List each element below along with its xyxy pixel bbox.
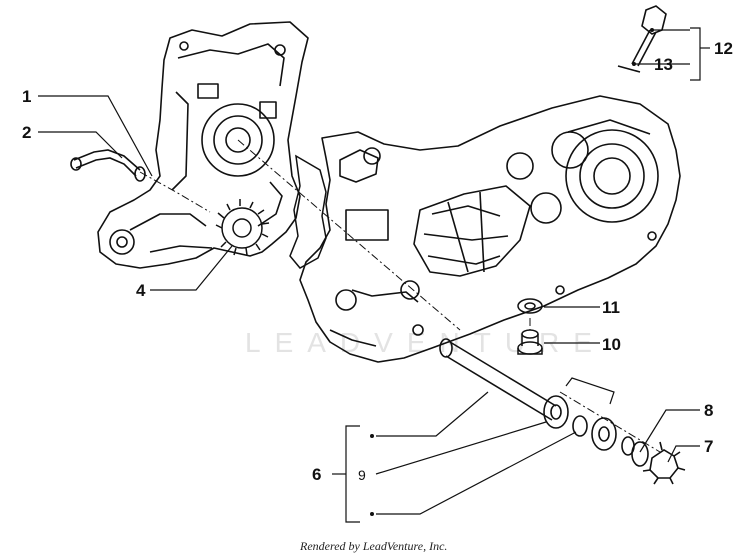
drain-plug-and-washer [517,298,543,355]
leader-dots [370,28,654,516]
gasket [289,154,327,269]
callout-13: 13 [654,55,673,74]
callout-9: 9 [358,467,366,483]
callout-11: 11 [602,298,620,317]
assembly-axes [139,139,661,453]
crankcase-left-half [97,21,309,269]
leader-lines [38,27,710,523]
crankcase-right-half [299,95,681,363]
callout-8: 8 [704,401,713,420]
callout-2: 2 [22,123,31,142]
oil-hose [70,149,146,182]
dipstick [617,5,667,73]
callout-10: 10 [602,335,621,354]
credit-text: Rendered by LeadVenture, Inc. [299,539,447,553]
pump-shaft [439,338,686,485]
callout-4: 4 [136,281,146,300]
callout-12: 12 [714,39,733,58]
callout-6: 6 [312,465,321,484]
callout-7: 7 [704,437,713,456]
callout-1: 1 [22,87,31,106]
pump-gear [215,199,270,256]
